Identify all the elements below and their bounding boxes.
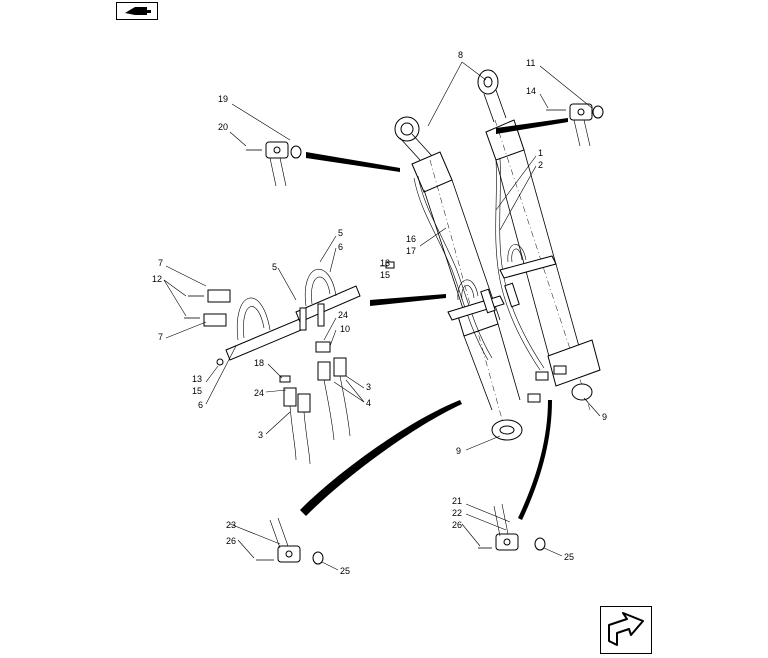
callout-19: 19: [218, 94, 228, 104]
callout-20: 20: [218, 122, 228, 132]
callout-13b: 13: [192, 374, 202, 384]
callout-4: 4: [366, 398, 371, 408]
callout-6b: 6: [198, 400, 203, 410]
callout-7a: 7: [158, 258, 163, 268]
callout-11: 11: [526, 58, 535, 68]
callout-8: 8: [458, 50, 463, 60]
callout-5a: 5: [338, 228, 343, 238]
callout-10: 10: [340, 324, 350, 334]
flange-detail-bottom-right: [478, 400, 552, 551]
callout-6a: 6: [338, 242, 343, 252]
callout-24b: 24: [254, 388, 264, 398]
previous-page-button[interactable]: [116, 2, 158, 20]
flange-detail-top-right: [496, 103, 604, 147]
callout-17: 17: [406, 246, 416, 256]
callout-5b: 5: [272, 262, 277, 272]
exploded-hose-fittings: [279, 341, 351, 465]
page-back-icon: [125, 7, 151, 15]
clamp-assembly-cylinder: [447, 244, 567, 403]
cylinder-left: [394, 116, 523, 441]
callout-16: 16: [406, 234, 416, 244]
callout-7b: 7: [158, 332, 163, 342]
leader-lines: [163, 61, 601, 571]
callout-25b: 25: [340, 566, 350, 576]
callout-1: 1: [538, 148, 543, 158]
callout-23: 23: [226, 520, 236, 530]
callout-22: 22: [452, 508, 462, 518]
callout-12: 12: [152, 274, 162, 284]
callout-2: 2: [538, 160, 543, 170]
callout-21: 21: [452, 496, 462, 506]
exploded-clamp-assembly: [184, 261, 395, 366]
flange-detail-top-left: [246, 141, 400, 187]
callout-24a: 24: [338, 310, 348, 320]
callout-26a: 26: [452, 520, 462, 530]
next-page-button[interactable]: [600, 606, 652, 654]
callout-26b: 26: [226, 536, 236, 546]
callout-25a: 25: [564, 552, 574, 562]
cylinder-right: [477, 69, 601, 411]
callout-18: 18: [254, 358, 264, 368]
connector-band-mid: [370, 294, 446, 306]
callout-13a: 13: [380, 258, 390, 268]
callout-9b: 9: [602, 412, 607, 422]
callout-15a: 15: [380, 270, 390, 280]
callout-3a: 3: [366, 382, 371, 392]
callout-14: 14: [526, 86, 536, 96]
callout-15b: 15: [192, 386, 202, 396]
flange-detail-bottom-left: [256, 400, 462, 565]
callout-9a: 9: [456, 446, 461, 456]
callout-3b: 3: [258, 430, 263, 440]
callout-numbers: 8 11 14 19 20 1 2 16 17 5 6 5 7 12 13 15…: [152, 50, 607, 576]
page-next-icon: [608, 612, 644, 646]
